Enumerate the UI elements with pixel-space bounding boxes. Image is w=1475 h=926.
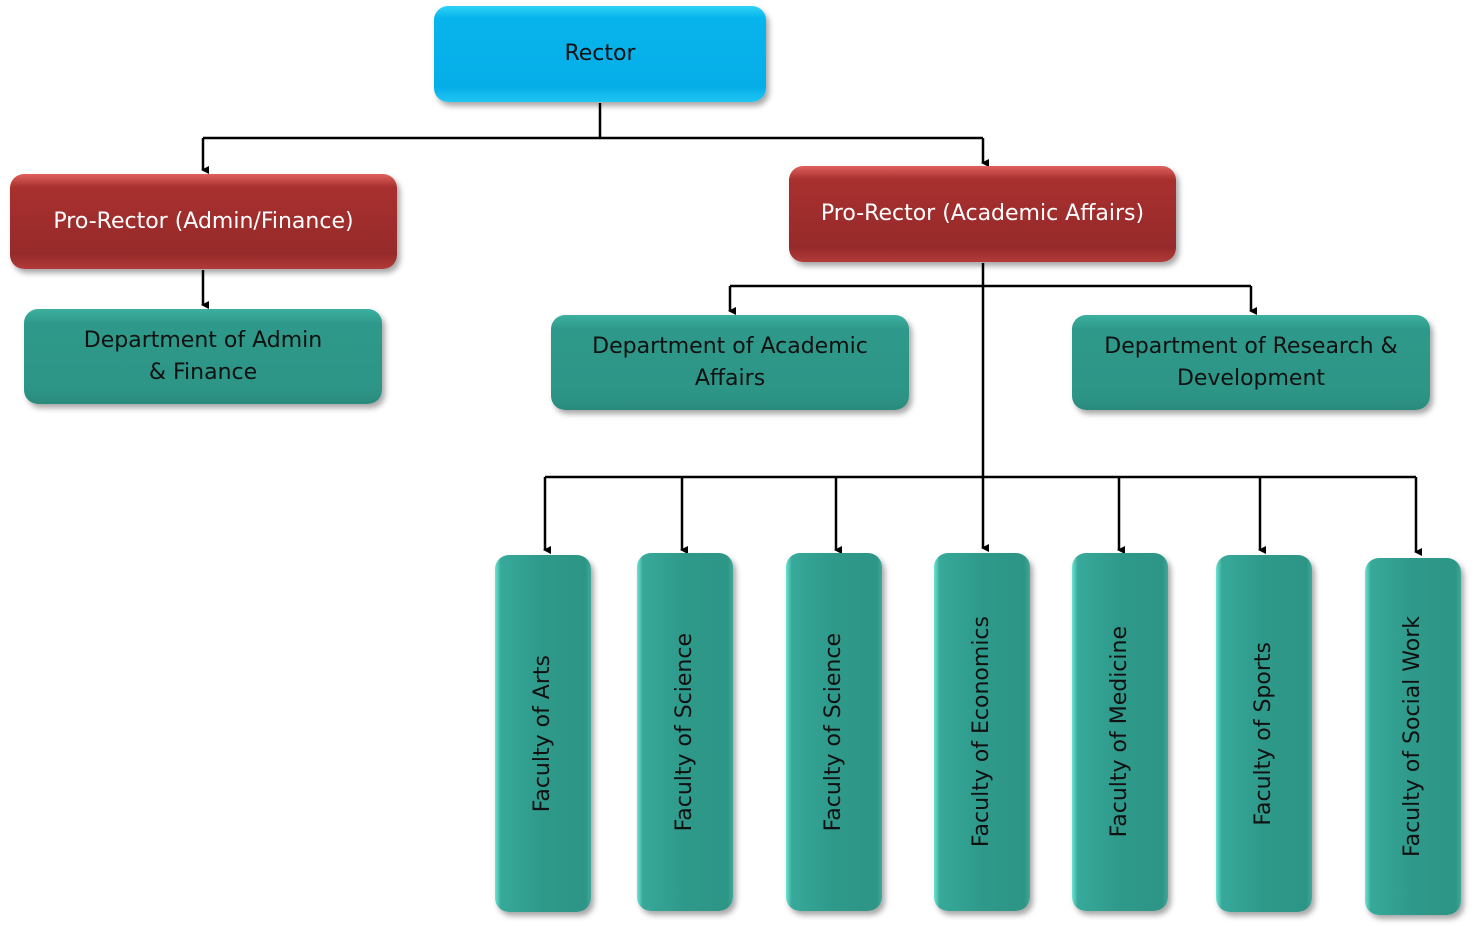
connector-rector xyxy=(203,103,983,140)
faculty-box: Faculty of Sports xyxy=(1216,555,1312,912)
faculty-label: Faculty of Economics xyxy=(969,616,994,848)
dept-research-label: Department of Research & Development xyxy=(1104,333,1398,391)
dept-academic-affairs-label: Department of Academic Affairs xyxy=(592,333,868,391)
rector-box: Rector xyxy=(434,6,766,102)
faculty-box: Faculty of Social Work xyxy=(1365,558,1461,915)
rector-label: Rector xyxy=(564,41,636,66)
faculty-label: Faculty of Medicine xyxy=(1107,626,1132,838)
faculty-box: Faculty of Arts xyxy=(495,555,591,912)
pro-rector-admin-label: Pro-Rector (Admin/Finance) xyxy=(53,208,354,234)
faculty-box: Faculty of Medicine xyxy=(1072,553,1168,911)
pro-rector-admin-box: Pro-Rector (Admin/Finance) xyxy=(10,174,397,269)
faculty-label: Faculty of Social Work xyxy=(1400,615,1425,858)
faculty-label: Faculty of Arts xyxy=(530,654,555,813)
faculty-label: Faculty of Sports xyxy=(1251,641,1276,826)
pro-rector-academic-label: Pro-Rector (Academic Affairs) xyxy=(820,201,1145,226)
faculty-label: Faculty of Science xyxy=(672,632,697,832)
faculty-box: Faculty of Economics xyxy=(934,553,1030,911)
dept-admin-finance-label: Department of Admin & Finance xyxy=(83,327,323,385)
dept-research-box: Department of Research & Development xyxy=(1072,315,1430,410)
dept-admin-finance-box: Department of Admin & Finance xyxy=(24,309,382,404)
pro-rector-academic-box: Pro-Rector (Academic Affairs) xyxy=(789,166,1176,262)
dept-academic-affairs-box: Department of Academic Affairs xyxy=(551,315,909,410)
faculty-box: Faculty of Science xyxy=(786,553,882,911)
faculty-label: Faculty of Science xyxy=(821,632,846,832)
faculty-box: Faculty of Science xyxy=(637,553,733,911)
